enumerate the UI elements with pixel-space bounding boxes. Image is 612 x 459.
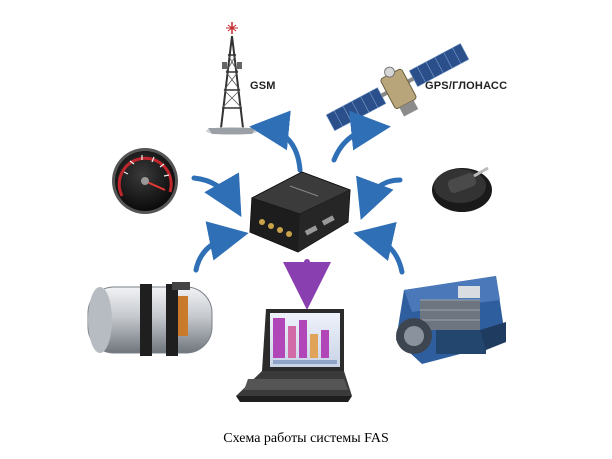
ignition-key-icon — [432, 166, 492, 212]
arrow-ignition-key — [356, 175, 403, 221]
fas-device-icon — [249, 171, 352, 253]
speedometer-icon — [112, 148, 178, 214]
engine-icon — [396, 276, 506, 364]
gsm-tower-icon — [206, 22, 258, 135]
arrow-fuel-tank — [193, 221, 249, 273]
gsm-label: GSM — [250, 80, 276, 92]
gps-label: GPS/ГЛОНАСС — [425, 80, 507, 92]
fuel-tank-icon — [87, 282, 213, 356]
satellite-icon — [325, 43, 470, 132]
arrow-speedometer — [191, 172, 242, 218]
diagram-caption: Схема работы системы FAS — [223, 431, 389, 446]
arrow-gsm — [249, 110, 303, 173]
arrow-gps — [331, 110, 391, 163]
arrow-engine — [353, 221, 405, 275]
laptop-icon — [236, 309, 352, 402]
